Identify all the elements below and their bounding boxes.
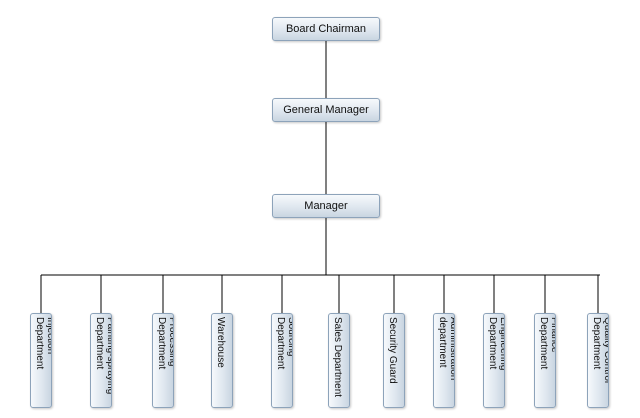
department-label-line1: Finance (549, 317, 556, 353)
department-label-line1: Injection (45, 317, 52, 355)
department-label-line2: Department (591, 317, 602, 370)
department-label-line2: Department (94, 317, 105, 370)
general-manager-label: General Manager (283, 104, 369, 116)
department-label-line1: Security Guard (387, 317, 398, 384)
department-node[interactable]: Sales Department (328, 313, 350, 408)
department-node[interactable]: Security Guard (383, 313, 405, 408)
department-label-line2: Department (487, 317, 498, 370)
board-chairman-node[interactable]: Board Chairman (272, 17, 380, 41)
department-label-line2: Department (34, 317, 45, 370)
department-label-line1: Painting-spraying (105, 317, 112, 395)
department-label-line1: Engineering (498, 317, 505, 371)
department-label-line1: Warehouse (215, 317, 226, 368)
general-manager-node[interactable]: General Manager (272, 98, 380, 122)
department-label-line1: Sales Department (332, 317, 343, 398)
department-label-line2: Department (275, 317, 286, 370)
manager-node[interactable]: Manager (272, 194, 380, 218)
department-node[interactable]: Warehouse (211, 313, 233, 408)
department-label-line1: Quality Control (602, 317, 609, 384)
department-label-line1: Processing (167, 317, 174, 367)
department-label-line2: Department (156, 317, 167, 370)
manager-label: Manager (304, 200, 348, 212)
board-chairman-label: Board Chairman (285, 23, 367, 35)
department-label-line2: department (437, 317, 448, 368)
department-label-line1: Sourcing (286, 317, 293, 357)
department-label-line1: Administration (448, 317, 455, 381)
department-label-line2: Department (538, 317, 549, 370)
